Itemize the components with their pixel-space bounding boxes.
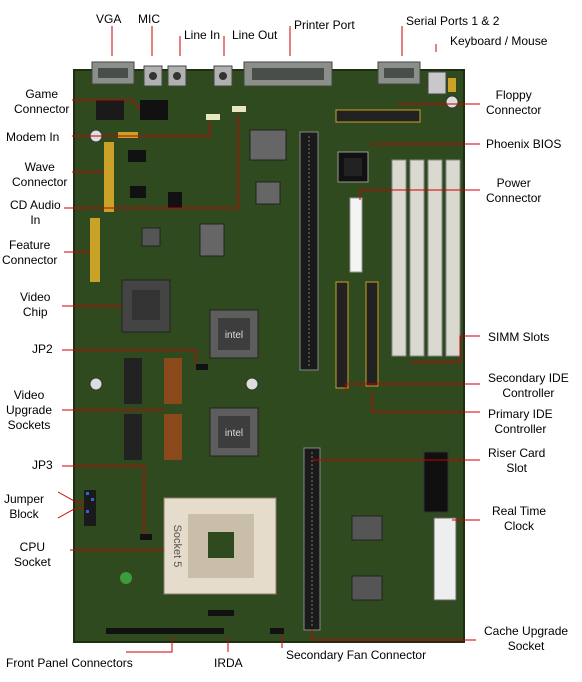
chip-brand-upper: intel	[225, 330, 243, 341]
irda-header	[208, 610, 234, 616]
jp3-jumper	[140, 534, 152, 540]
cpu-socket-part: Socket 5	[163, 497, 277, 595]
label-simm-slots: SIMM Slots	[488, 330, 550, 344]
simm-slot-group	[391, 159, 461, 357]
jp2-jumper	[196, 364, 208, 370]
fan-header	[270, 628, 284, 634]
keyboard-mouse-connector	[427, 71, 456, 95]
game-header	[140, 100, 168, 120]
label-keyboard-mouse: Keyboard / Mouse	[450, 34, 548, 48]
label-line-in: Line In	[184, 28, 221, 42]
cd-audio-header	[232, 106, 246, 112]
printer-port-connector	[243, 61, 333, 87]
label-front-panel-connectors: Front Panel Connectors	[6, 656, 133, 670]
label-jp2: JP2	[32, 342, 53, 356]
label-mic: MIC	[138, 12, 160, 26]
label-jp3: JP3	[32, 458, 53, 472]
power-connector-part	[349, 197, 363, 273]
label-phoenix-bios: Phoenix BIOS	[486, 137, 562, 151]
video-upgrade-socket-1	[124, 358, 142, 404]
label-serial-ports: Serial Ports 1 & 2	[406, 14, 500, 28]
label-line-out: Line Out	[232, 28, 278, 42]
wave-header	[104, 142, 114, 212]
video-upgrade-socket-3	[124, 414, 142, 460]
feature-header	[90, 218, 100, 282]
chip-brand-lower: intel	[225, 428, 243, 439]
label-irda: IRDA	[214, 656, 243, 670]
secondary-ide-header	[365, 281, 379, 387]
label-vga: VGA	[96, 12, 122, 26]
floppy-header	[335, 109, 421, 123]
rtc-part	[423, 451, 457, 601]
front-panel-header	[106, 628, 224, 634]
video-upgrade-socket-4	[164, 414, 182, 460]
audio-jacks	[143, 65, 233, 87]
jumper-block-part	[84, 490, 96, 526]
video-chip-part	[121, 279, 171, 333]
serial-port-connectors	[377, 61, 421, 85]
leader-lines	[57, 26, 480, 653]
top-slot	[299, 131, 319, 371]
vga-port	[91, 61, 135, 85]
video-upgrade-socket-2	[164, 358, 182, 404]
bios-chip	[337, 151, 369, 183]
riser-slot	[303, 447, 321, 631]
primary-ide-header	[335, 281, 349, 389]
chipset-upper: intel	[209, 309, 259, 359]
socket-marking: Socket 5	[171, 525, 183, 568]
chipset-lower: intel	[209, 407, 259, 457]
label-printer-port: Printer Port	[294, 18, 355, 32]
label-secondary-fan-connector: Secondary Fan Connector	[286, 648, 427, 662]
modem-in-header	[206, 114, 220, 120]
green-led	[120, 572, 132, 584]
label-modem-in: Modem In	[6, 130, 60, 144]
